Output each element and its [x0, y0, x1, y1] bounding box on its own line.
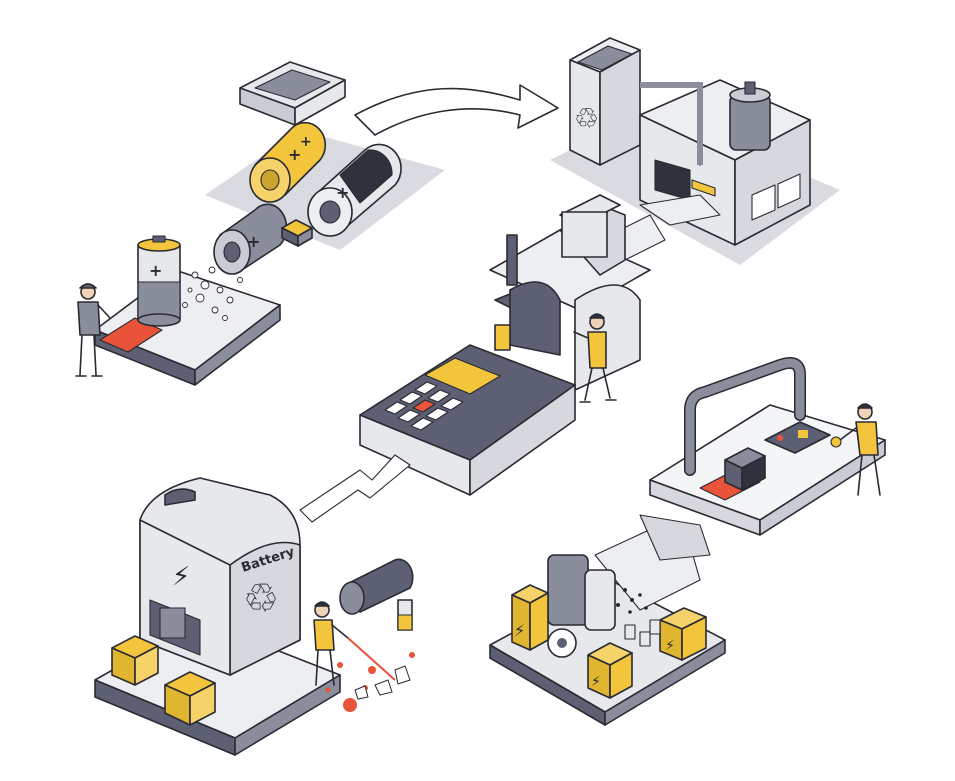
collection-platform-front	[194, 304, 281, 386]
red-cell-tray	[99, 317, 163, 353]
gray-battery: +	[213, 203, 288, 275]
stage-robotic-arm-sorting	[649, 357, 886, 536]
cylinder-parts	[624, 619, 661, 647]
worker-recycling-machine	[313, 601, 396, 686]
stage-sorting-conveyor	[299, 194, 666, 523]
machine-recycle-icon: ♲	[243, 576, 279, 622]
sorting-keypad	[384, 381, 464, 431]
box-lightning-icon: ⚡	[514, 621, 525, 640]
battery-plus-label: +	[300, 134, 312, 150]
yellow-battery: + +	[249, 121, 327, 203]
yellow-crate	[164, 671, 216, 726]
debris-chunks	[354, 665, 411, 700]
recycle-icon: ♲	[574, 102, 599, 135]
worker-robotic-arm	[830, 403, 881, 496]
stage-material-packaging: ⚡ ⚡ ⚡	[489, 514, 726, 726]
stage-shredding-facility: ♲	[550, 37, 840, 265]
discarded-battery	[339, 558, 414, 615]
box-lightning-icon: ⚡	[591, 674, 601, 690]
battery-plus-label: +	[247, 232, 260, 251]
yellow-box: ⚡	[587, 642, 633, 699]
machine-lightning-icon: ⚡	[172, 562, 190, 592]
nine-volt-battery	[281, 219, 313, 247]
battery-debris	[182, 266, 243, 321]
box-lightning-icon: ⚡	[665, 638, 675, 654]
worker-conveyor	[573, 313, 617, 403]
battery-plus-label: +	[288, 145, 301, 164]
small-upright-battery	[397, 599, 413, 631]
worker-collection	[75, 283, 111, 377]
battery-plus-label: +	[149, 261, 162, 280]
upright-battery: +	[137, 235, 181, 327]
stage-battery-recycling-machine: ⚡ Battery ♲	[94, 477, 415, 756]
yellow-box: ⚡	[511, 584, 549, 651]
process-arrow	[354, 84, 559, 136]
yellow-crate	[111, 635, 159, 686]
scattered-parts	[616, 588, 648, 614]
black-battery: +	[307, 143, 402, 237]
small-box	[239, 61, 346, 126]
yellow-box: ⚡	[659, 607, 707, 661]
stage-battery-collection: + + + + +	[75, 61, 445, 386]
battery-plus-label: +	[336, 183, 349, 202]
